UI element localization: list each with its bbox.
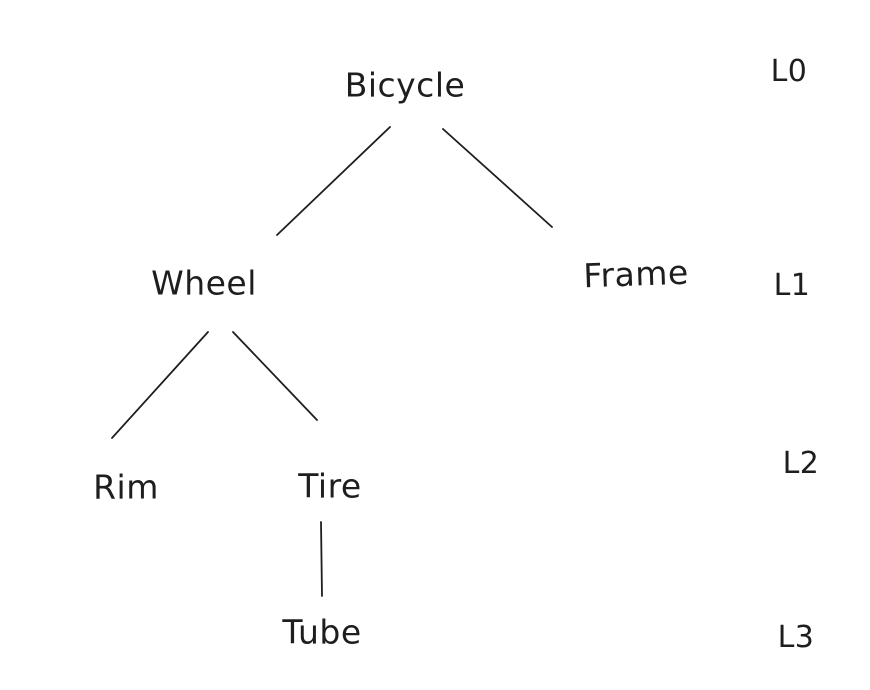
level-label-l2[interactable]: L2 — [782, 446, 820, 481]
node-wheel[interactable]: Wheel — [151, 263, 257, 303]
edge-bicycle-frame[interactable] — [442, 128, 553, 228]
node-bicycle[interactable]: Bicycle — [344, 65, 466, 105]
level-label-l0[interactable]: L0 — [770, 54, 808, 89]
node-tire[interactable]: Tire — [298, 466, 362, 506]
edge-wheel-rim[interactable] — [111, 331, 209, 439]
edge-tire-tube[interactable] — [320, 521, 323, 597]
node-rim[interactable]: Rim — [93, 467, 159, 507]
level-label-l3[interactable]: L3 — [777, 620, 815, 655]
edge-wheel-tire[interactable] — [232, 331, 318, 421]
node-tube[interactable]: Tube — [282, 612, 362, 652]
edge-bicycle-wheel[interactable] — [276, 126, 391, 236]
node-frame[interactable]: Frame — [582, 252, 690, 296]
level-label-l1[interactable]: L1 — [773, 268, 811, 303]
